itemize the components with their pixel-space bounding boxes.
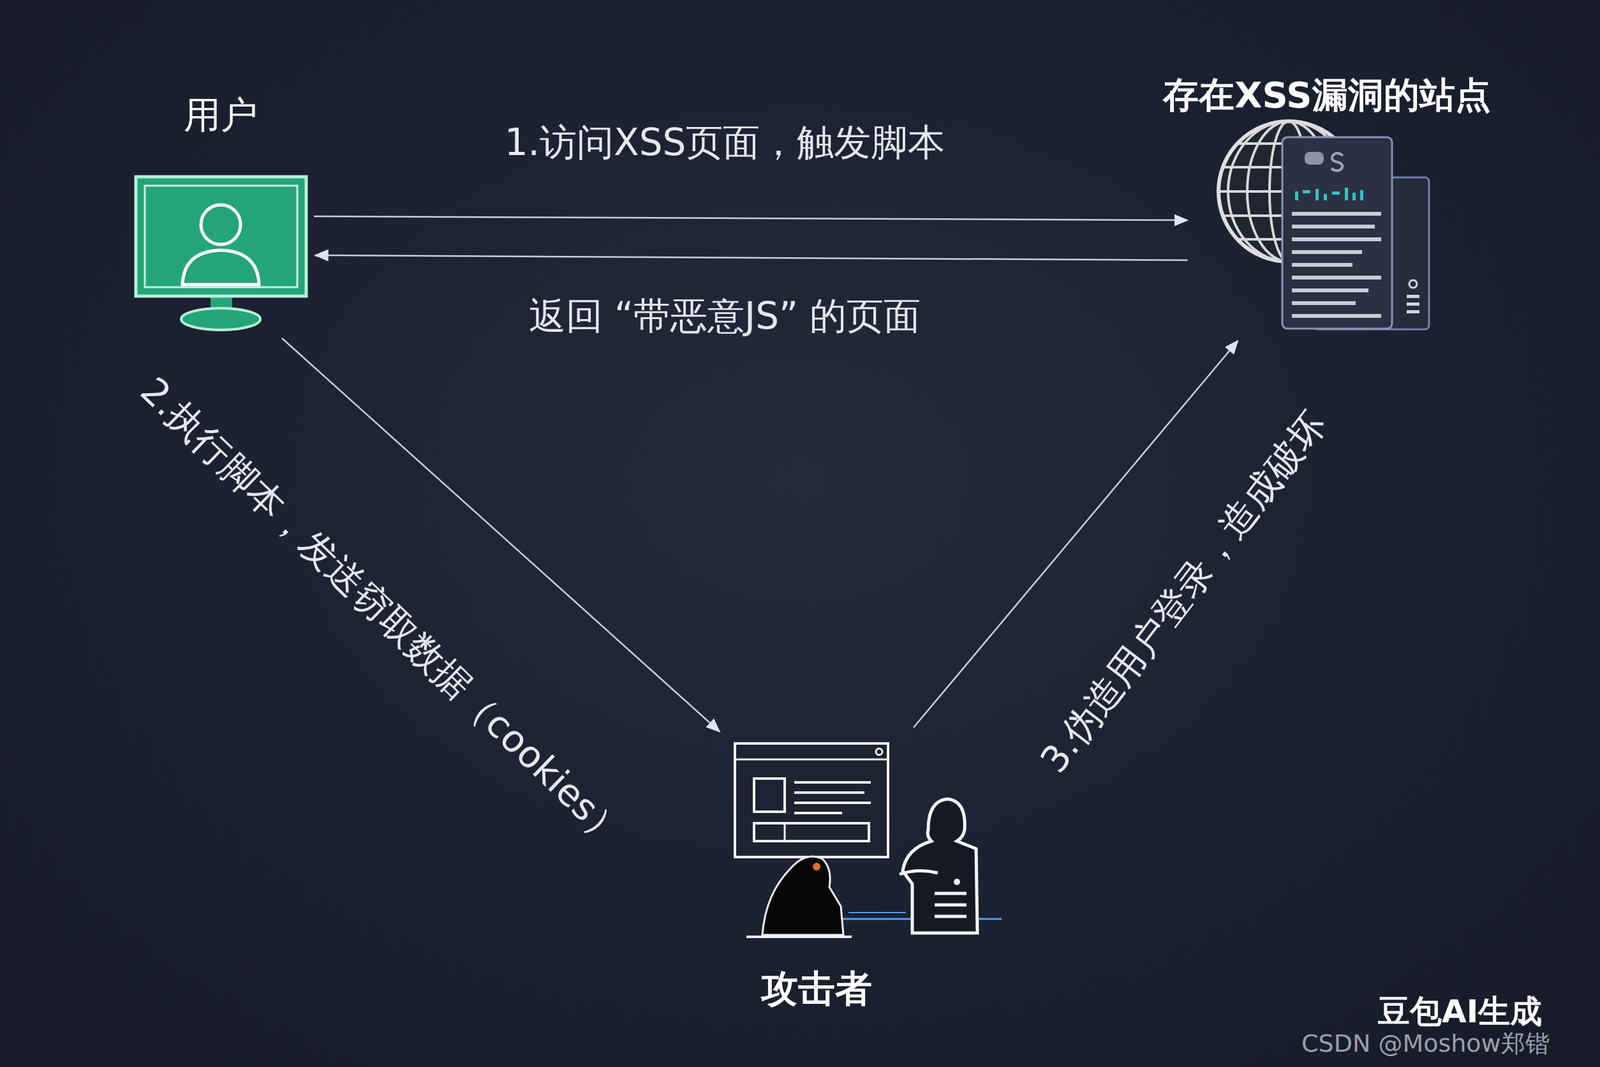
user-monitor-icon <box>135 176 307 330</box>
user-node: 用户 <box>135 176 307 332</box>
attacker-illustration <box>734 743 1002 937</box>
node-heading: 存在XSS漏洞的站点 <box>1162 75 1491 115</box>
node-heading: 攻击者 <box>761 968 873 1010</box>
arrow-connector <box>913 340 1238 728</box>
website-server-icon <box>1212 121 1430 330</box>
node-heading: 用户 <box>183 95 258 136</box>
source-watermark: CSDN @Moshow郑锴 <box>1301 1027 1550 1060</box>
website-node: 存在XSS漏洞的站点 <box>1199 121 1436 332</box>
edge-label: 1.访问XSS页面，触发脚本 <box>499 121 951 165</box>
arrow-connector <box>315 255 1188 261</box>
ai-watermark: 豆包AI生成 <box>1377 990 1542 1033</box>
edge-label: 3.伪造用户登录，造成破坏 <box>1029 399 1340 786</box>
arrow-connector <box>313 216 1188 221</box>
edge-label: 2.执行脚本，发送窃取数据（cookies） <box>128 365 638 860</box>
arrow-connector <box>281 338 720 732</box>
edge-label: 返回 “带恶意JS” 的页面 <box>523 294 927 339</box>
attacker-node: 攻击者 <box>727 733 983 938</box>
